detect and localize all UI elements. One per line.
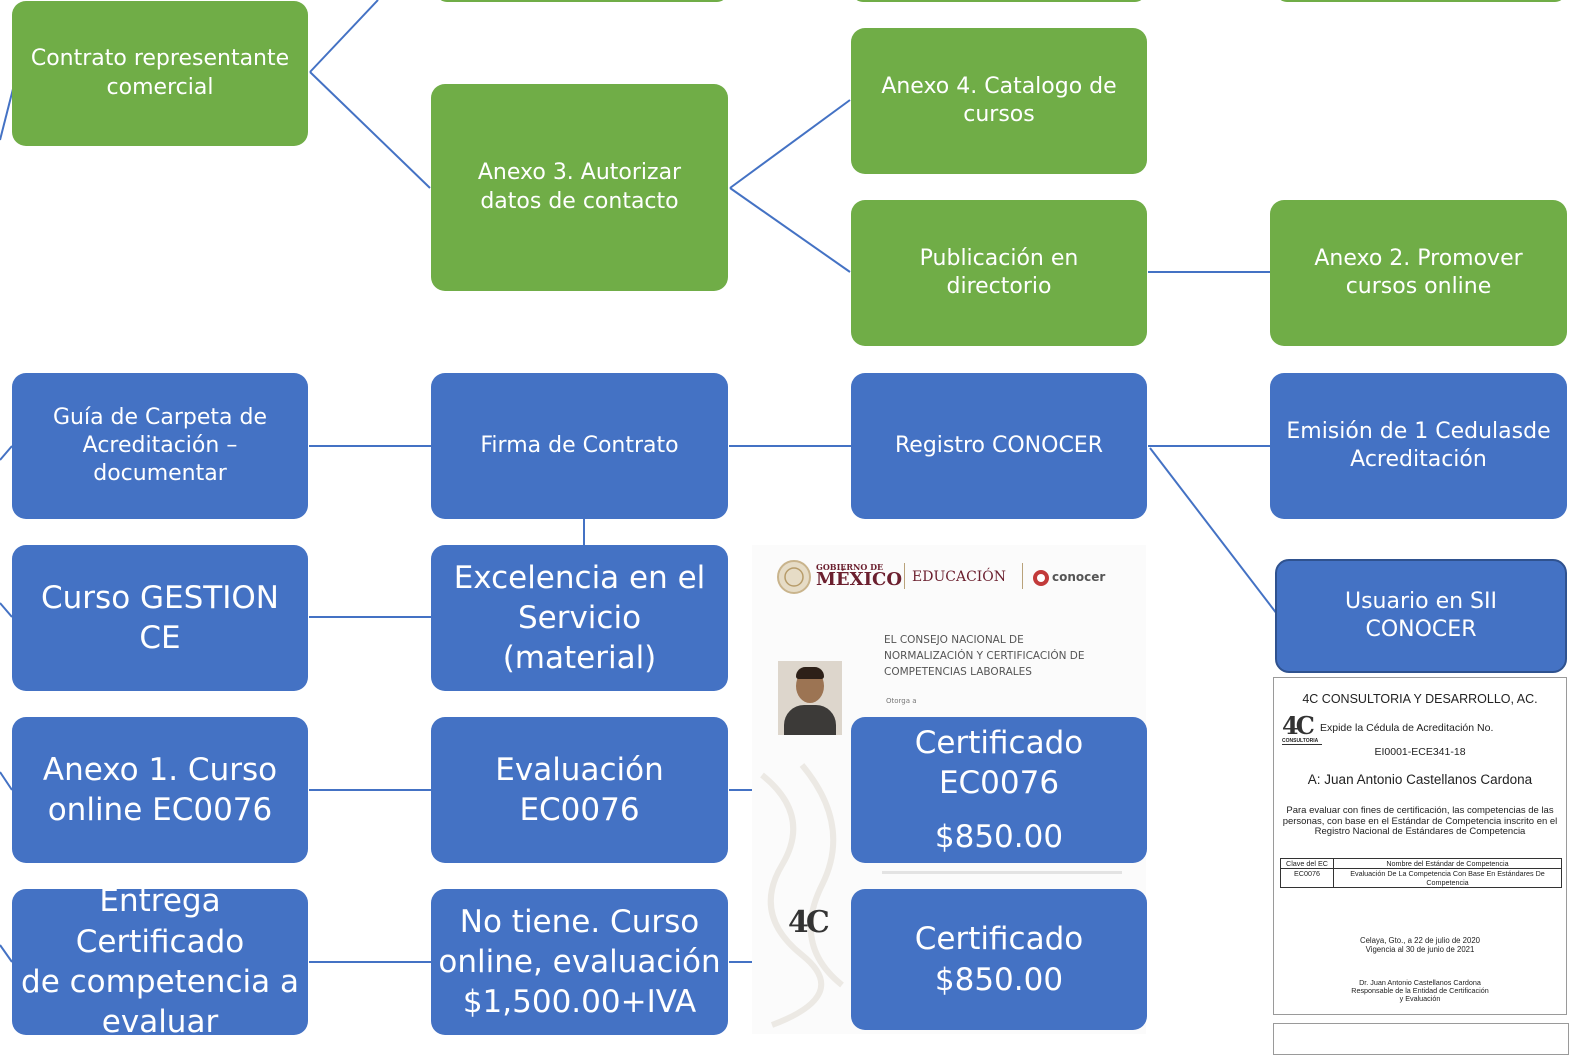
educacion-label: EDUCACIÓN	[912, 569, 1007, 585]
gobierno-seal-icon	[777, 560, 811, 594]
certificado-ec0076-price: $850.00	[934, 819, 1064, 856]
cedula-expide: Expide la Cédula de Acreditación No.	[1320, 722, 1494, 734]
cedula-logo: 4C CONSULTORIA	[1282, 714, 1322, 745]
decorative-pattern	[760, 763, 844, 1028]
node-excelencia: Excelencia en el Servicio (material)	[431, 545, 728, 691]
conocer-logo-icon	[1033, 570, 1049, 586]
gob-line1: GOBIERNO DE	[816, 562, 884, 572]
node-evaluacion: Evaluación EC0076	[431, 717, 728, 863]
top-partial-box-2	[852, 0, 1146, 2]
cedula-purpose: Para evaluar con fines de certificación,…	[1282, 805, 1558, 838]
node-guia-carpeta: Guía de Carpeta de Acreditación – docume…	[12, 373, 308, 519]
otorga-text: Otorga a	[886, 697, 917, 705]
node-certificado-ec0076: Certificado EC0076 $850.00	[851, 717, 1147, 863]
cedula-validity: Vigencia al 30 de junio de 2021	[1365, 945, 1475, 954]
cedula-table: Clave del EC Nombre del Estándar de Comp…	[1280, 858, 1562, 888]
cedula-org: 4C CONSULTORIA Y DESARROLLO, AC.	[1302, 692, 1538, 706]
cedula-recipient: A: Juan Antonio Castellanos Cardona	[1307, 772, 1533, 787]
node-usuario-sii: Usuario en SII CONOCER	[1275, 559, 1567, 673]
node-registro-conocer: Registro CONOCER	[851, 373, 1147, 519]
top-partial-box-3	[1276, 0, 1566, 2]
top-partial-box-1	[436, 0, 728, 2]
logo-4c-small: 4C	[788, 905, 830, 940]
node-anexo4: Anexo 4. Catalogo de cursos	[851, 28, 1147, 174]
node-anexo2: Anexo 2. Promover cursos online	[1270, 200, 1567, 346]
cedula-next-page-edge	[1273, 1023, 1569, 1055]
cedula-signer: Dr. Juan Antonio Castellanos Cardona	[1359, 978, 1481, 987]
node-anexo3: Anexo 3. Autorizar datos de contacto	[431, 84, 728, 291]
node-publicacion: Publicación en directorio	[851, 200, 1147, 346]
node-emision-cedula: Emisión de 1 Cedulasde Acreditación	[1270, 373, 1567, 519]
person-photo	[778, 661, 842, 735]
node-anexo1: Anexo 1. Curso online EC0076	[12, 717, 308, 863]
certificado-ec0076-title: Certificado EC0076	[914, 724, 1084, 801]
cedula-acreditacion-image: 4C CONSULTORIA Y DESARROLLO, AC. 4C CONS…	[1273, 677, 1567, 1015]
node-entrega-certificado: Entrega Certificado de competencia a eva…	[12, 883, 308, 1040]
cedula-signer-role: Responsable de la Entidad de Certificaci…	[1351, 986, 1489, 1003]
gob-line2: MÉXICO	[816, 569, 903, 590]
conocer-label: conocer	[1052, 570, 1106, 584]
node-firma-contrato: Firma de Contrato	[431, 373, 728, 519]
node-contrato-representante: Contrato representante comercial	[12, 1, 308, 146]
consejo-text: EL CONSEJO NACIONAL DE NORMALIZACIÓN Y C…	[884, 634, 1085, 678]
cedula-number: EI0001-ECE341-18	[1374, 746, 1466, 758]
node-certificado: Certificado $850.00	[851, 889, 1147, 1030]
node-curso-gestion: Curso GESTION CE	[12, 545, 308, 691]
node-no-tiene: No tiene. Curso online, evaluación $1,50…	[431, 889, 728, 1035]
cedula-place-date: Celaya, Gto., a 22 de julio de 2020	[1359, 936, 1481, 945]
